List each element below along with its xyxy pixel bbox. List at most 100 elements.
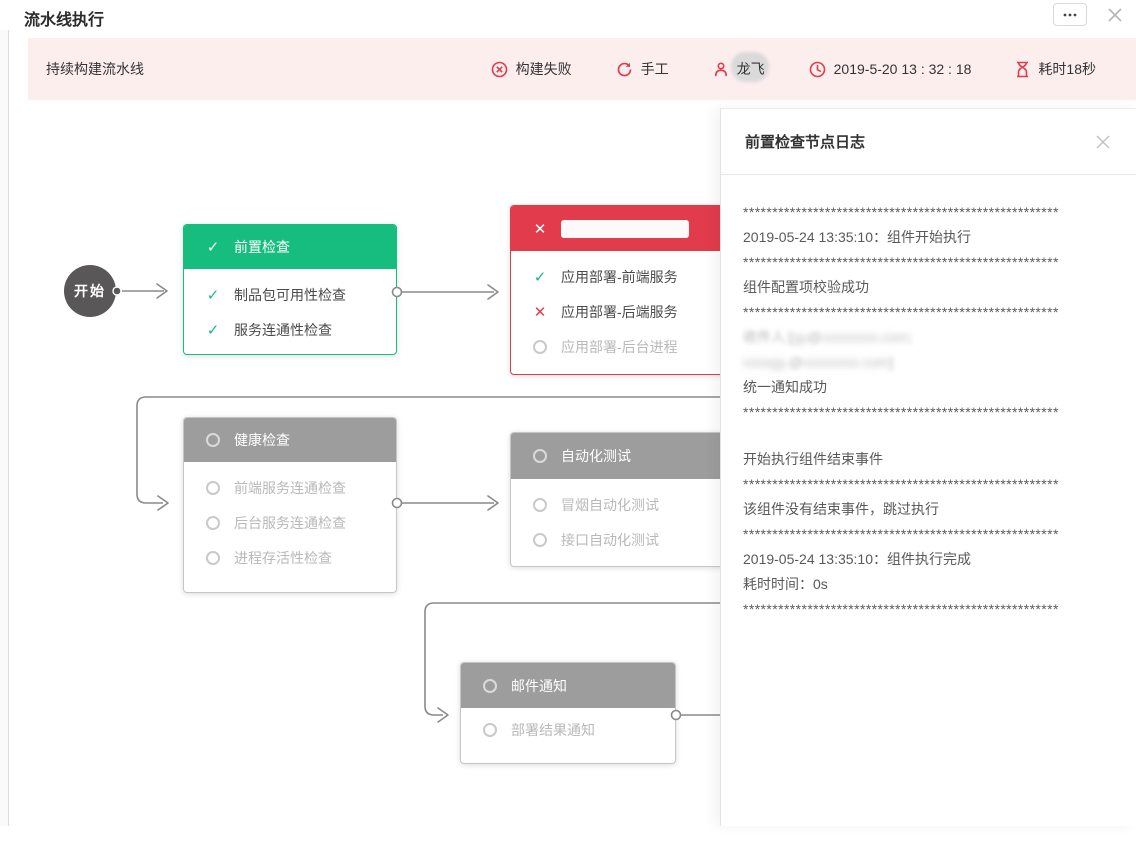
redacted-text: xxxxxxxx.com bbox=[821, 329, 909, 345]
flow-node-health[interactable]: 健康检查 前端服务连通检查 后台服务连通检查 进程存活性检查 bbox=[183, 417, 397, 593]
flow-step-item[interactable]: 部署结果通知 bbox=[461, 712, 675, 747]
flow-step-label: 接口自动化测试 bbox=[561, 531, 659, 548]
flow-node-autotest[interactable]: 自动化测试 冒烟自动化测试 接口自动化测试 bbox=[510, 432, 726, 567]
flow-step-label: 应用部署-前端服务 bbox=[561, 268, 678, 285]
page-title: 流水线执行 bbox=[24, 12, 105, 29]
page-background-strip bbox=[0, 30, 9, 826]
flow-start-node[interactable]: 开始 bbox=[64, 265, 116, 317]
redacted-text: xxxxxxxx.com bbox=[802, 354, 890, 370]
flow-step-item[interactable]: ✓ 制品包可用性检查 bbox=[184, 277, 396, 312]
log-line: 收件人:[gy@xxxxxxxx.com; bbox=[743, 329, 913, 345]
flow-node-mail[interactable]: 邮件通知 部署结果通知 bbox=[460, 662, 676, 764]
flow-node-precheck[interactable]: ✓ 前置检查 ✓ 制品包可用性检查 ✓ 服务连通性检查 bbox=[183, 224, 397, 355]
flow-step-item[interactable]: ✓ 应用部署-前端服务 bbox=[511, 259, 725, 294]
manual-trigger-icon bbox=[617, 62, 631, 76]
build-status-label: 构建失败 bbox=[515, 61, 572, 77]
log-line bbox=[743, 423, 1112, 445]
flow-step-item[interactable]: 进程存活性检查 bbox=[184, 540, 396, 575]
flow-node-title: 前置检查 bbox=[234, 239, 290, 255]
executor: 龙飞 bbox=[713, 52, 769, 82]
redacted-text: gy bbox=[792, 329, 808, 345]
check-icon: ✓ bbox=[533, 268, 547, 286]
pending-circle-icon bbox=[533, 339, 547, 354]
redacted-text: xxxxgy, bbox=[743, 354, 789, 370]
pending-circle-icon bbox=[533, 497, 547, 512]
flow-step-label: 前端服务连通检查 bbox=[234, 479, 346, 496]
trigger-type: 手工 bbox=[616, 59, 669, 79]
executor-name: 龙飞 bbox=[730, 52, 769, 82]
flow-node-body: 前端服务连通检查 后台服务连通检查 进程存活性检查 bbox=[184, 462, 396, 575]
flow-step-item[interactable]: 接口自动化测试 bbox=[511, 522, 725, 557]
build-status: 构建失败 bbox=[491, 59, 572, 79]
flow-step-item[interactable]: 后台服务连通检查 bbox=[184, 505, 396, 540]
flow-step-item[interactable]: ✕ 应用部署-后端服务 bbox=[511, 294, 725, 329]
flow-step-item[interactable]: 前端服务连通检查 bbox=[184, 470, 396, 505]
user-icon bbox=[714, 61, 727, 76]
log-line: 2019-05-24 13:35:10：组件执行完成 bbox=[743, 551, 971, 567]
flow-node-precheck-header[interactable]: ✓ 前置检查 bbox=[184, 225, 396, 269]
pending-circle-icon bbox=[206, 515, 220, 530]
cross-icon: ✕ bbox=[533, 303, 547, 321]
log-line: 统一通知成功 bbox=[743, 379, 827, 395]
pending-circle-icon bbox=[533, 449, 547, 463]
cross-icon: ✕ bbox=[533, 220, 547, 238]
flow-step-label: 制品包可用性检查 bbox=[234, 286, 346, 303]
build-time: 2019-5-20 13 : 32 : 18 bbox=[809, 61, 972, 78]
check-icon: ✓ bbox=[206, 239, 220, 256]
flow-step-item[interactable]: 应用部署-后台进程 bbox=[511, 329, 725, 364]
log-line: 组件配置项校验成功 bbox=[743, 279, 869, 295]
pending-circle-icon bbox=[533, 532, 547, 547]
log-content[interactable]: ****************************************… bbox=[721, 175, 1136, 867]
flow-node-title: 自动化测试 bbox=[561, 448, 631, 464]
flow-node-deploy[interactable]: ✕ ✓ 应用部署-前端服务 ✕ 应用部署-后端服务 应用部署-后台进程 bbox=[510, 205, 726, 375]
close-icon bbox=[1096, 134, 1110, 149]
log-panel-close-button[interactable] bbox=[1094, 133, 1112, 151]
build-failed-icon bbox=[491, 61, 507, 77]
flow-node-autotest-header[interactable]: 自动化测试 bbox=[511, 433, 725, 479]
flow-node-health-header[interactable]: 健康检查 bbox=[184, 418, 396, 462]
flow-node-title: 健康检查 bbox=[234, 432, 290, 448]
build-meta: 构建失败 手工 龙飞 2019-5-20 13 : 32 : bbox=[491, 52, 1096, 82]
flow-node-body: ✓ 制品包可用性检查 ✓ 服务连通性检查 bbox=[184, 269, 396, 347]
flow-step-label: 冒烟自动化测试 bbox=[561, 496, 659, 513]
log-line: 2019-05-24 13:35:10：组件开始执行 bbox=[743, 229, 971, 245]
build-duration: 耗时18秒 bbox=[1015, 59, 1096, 79]
flow-node-body: 部署结果通知 bbox=[461, 708, 675, 747]
log-panel-header: 前置检查节点日志 bbox=[721, 109, 1136, 175]
log-line: xxxxgy,@xxxxxxxx.com] bbox=[743, 354, 894, 370]
pending-circle-icon bbox=[483, 722, 497, 737]
flow-node-mail-header[interactable]: 邮件通知 bbox=[461, 663, 675, 708]
ellipsis-icon bbox=[1063, 13, 1077, 16]
more-actions-button[interactable] bbox=[1053, 3, 1087, 26]
check-icon: ✓ bbox=[206, 286, 220, 304]
flow-step-label: 进程存活性检查 bbox=[234, 549, 332, 566]
pipeline-flow-canvas: 开始 ✓ 前置检查 ✓ 制品包可用性检查 ✓ 服务连通性检查 ✕ ✓ 应用部署- bbox=[64, 205, 740, 764]
build-time-label: 2019-5-20 13 : 32 : 18 bbox=[833, 61, 972, 77]
log-line: ****************************************… bbox=[743, 304, 1059, 320]
pending-circle-icon bbox=[483, 678, 497, 693]
log-line: ****************************************… bbox=[743, 204, 1059, 220]
log-line: 耗时时间：0s bbox=[743, 576, 828, 592]
hourglass-icon bbox=[1017, 61, 1029, 77]
flow-node-deploy-header[interactable]: ✕ bbox=[511, 206, 725, 251]
log-panel-title: 前置检查节点日志 bbox=[745, 134, 866, 151]
pending-circle-icon bbox=[206, 480, 220, 495]
log-line: ****************************************… bbox=[743, 601, 1059, 617]
log-line: ****************************************… bbox=[743, 476, 1059, 492]
modal-close-button[interactable] bbox=[1104, 4, 1126, 26]
flow-step-item[interactable]: ✓ 服务连通性检查 bbox=[184, 312, 396, 347]
log-line: ****************************************… bbox=[743, 404, 1059, 420]
close-icon bbox=[1108, 8, 1122, 22]
node-log-panel: 前置检查节点日志 *******************************… bbox=[720, 108, 1136, 826]
flow-step-label: 应用部署-后端服务 bbox=[561, 303, 678, 320]
check-icon: ✓ bbox=[206, 321, 220, 339]
build-duration-label: 耗时18秒 bbox=[1038, 61, 1096, 77]
pending-circle-icon bbox=[206, 433, 220, 447]
clock-icon bbox=[809, 61, 825, 77]
log-line: ****************************************… bbox=[743, 254, 1059, 270]
log-line: ****************************************… bbox=[743, 526, 1059, 542]
log-line: 该组件没有结束事件，跳过执行 bbox=[743, 501, 939, 517]
flow-node-body: ✓ 应用部署-前端服务 ✕ 应用部署-后端服务 应用部署-后台进程 bbox=[511, 251, 725, 364]
flow-step-item[interactable]: 冒烟自动化测试 bbox=[511, 487, 725, 522]
modal-titlebar: 流水线执行 bbox=[9, 0, 1136, 38]
